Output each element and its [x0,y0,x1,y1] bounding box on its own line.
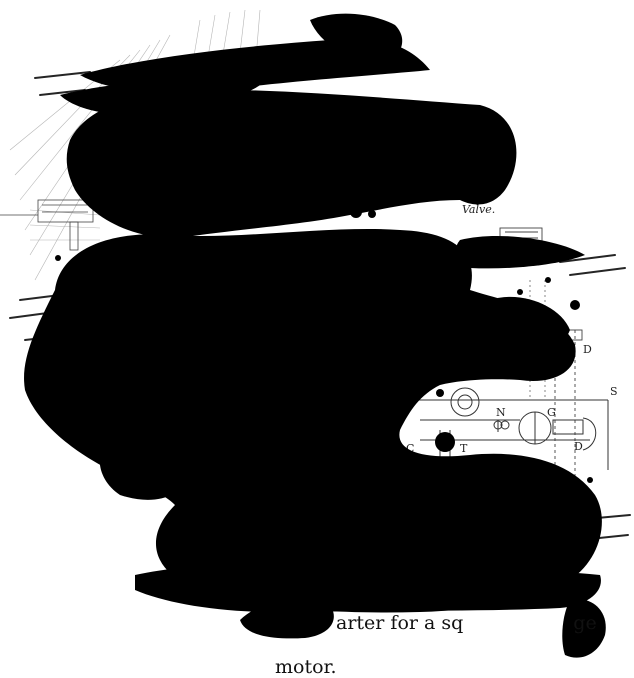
label-n: N [496,406,506,419]
left-machine-fragment [0,199,94,251]
caption-motor: motor. [275,656,337,678]
label-d-upper: D [583,343,592,356]
label-t: T [460,442,468,455]
caption-fragment-b: ge [573,612,597,634]
label-d-lower: D [574,440,583,453]
ink-splatter-mass [24,13,606,658]
caption-line2: motor. [275,634,634,678]
caption-fragment-a: arter for a sq [336,612,464,634]
label-valve: Valve. [462,203,495,216]
label-c: C [406,442,414,455]
label-g: G [547,406,556,419]
ink-bristle-streaks [9,71,631,581]
caption-line1: arter for a sq ge [336,612,597,634]
label-s: S [610,385,618,398]
